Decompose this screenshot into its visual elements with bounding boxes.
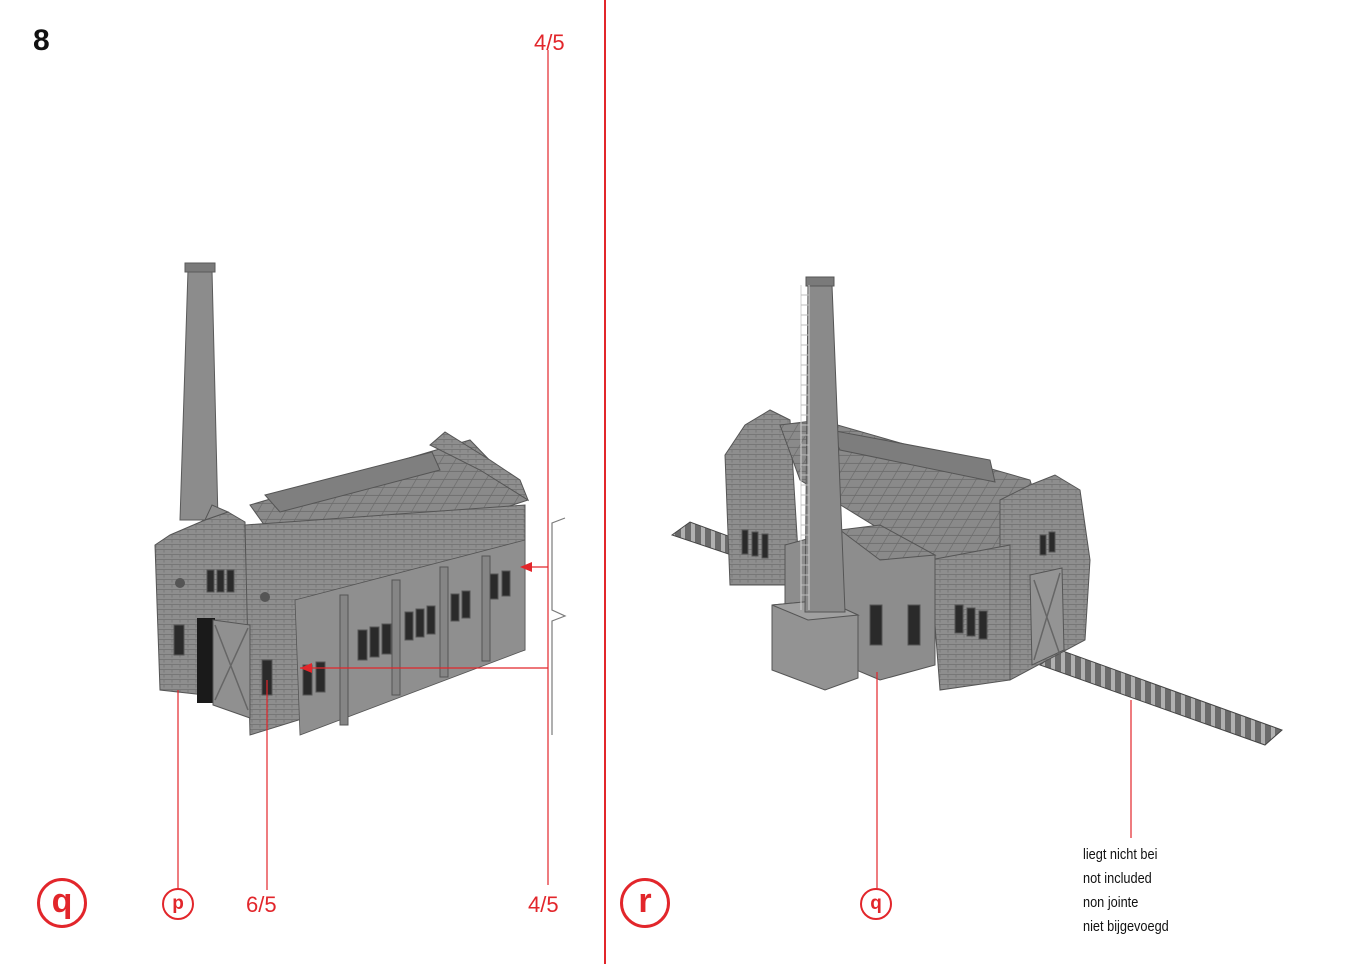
not-included-note: liegt nicht bei not included non jointe … <box>1083 843 1169 939</box>
note-line-de: liegt nicht bei <box>1083 843 1169 867</box>
note-line-nl: niet bijgevoegd <box>1083 915 1169 939</box>
note-line-fr: non jointe <box>1083 891 1169 915</box>
engine-shed-model-right <box>672 277 1282 745</box>
part-ref-6-5: 6/5 <box>246 892 277 918</box>
sub-step-marker-p: p <box>162 888 194 920</box>
engine-shed-model-left <box>155 263 528 735</box>
sub-step-marker-q: q <box>860 888 892 920</box>
step-marker-r: r <box>620 878 670 928</box>
step-marker-q: q <box>37 878 87 928</box>
note-line-en: not included <box>1083 867 1169 891</box>
part-ref-4-5-bottom: 4/5 <box>528 892 559 918</box>
